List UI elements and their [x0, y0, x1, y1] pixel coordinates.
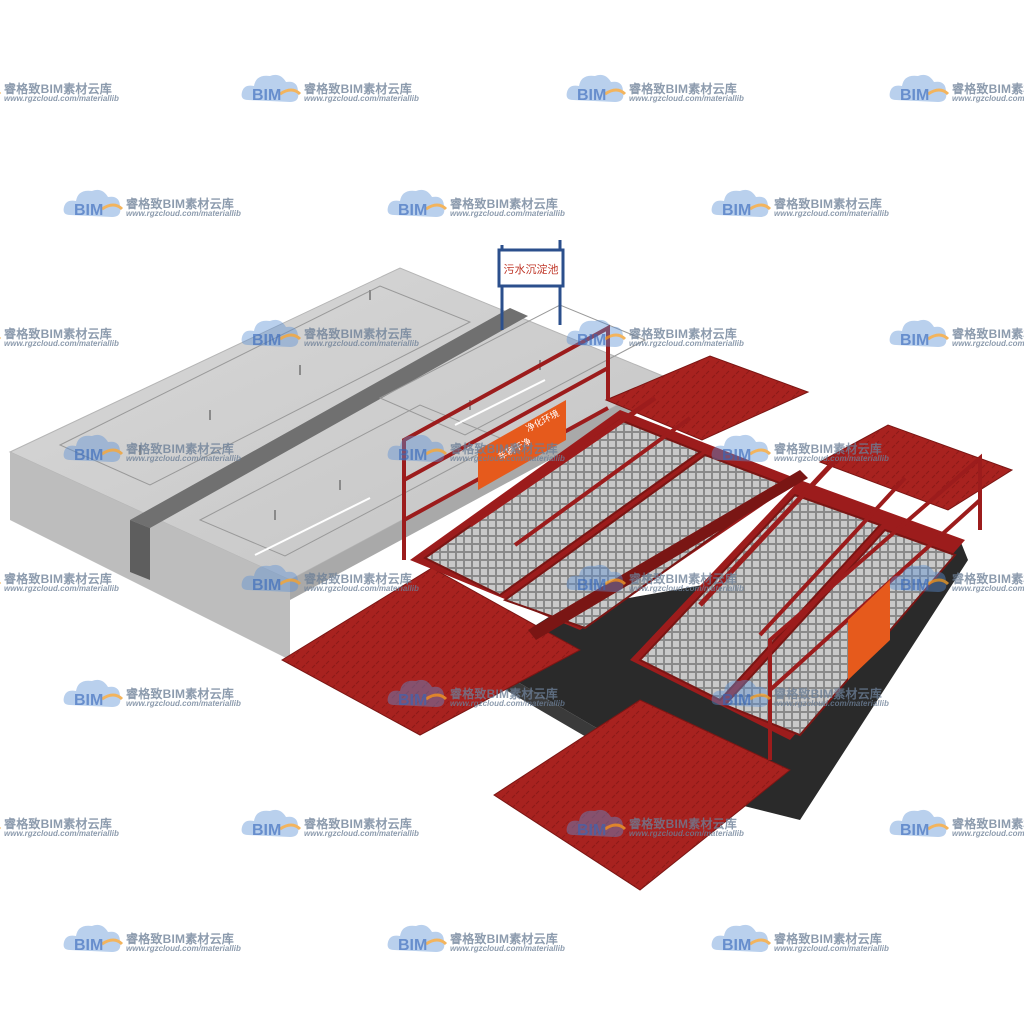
ramp-back-right: [818, 424, 1014, 511]
sign-board: 污水沉淀池: [497, 240, 565, 330]
sign-text: 污水沉淀池: [504, 262, 559, 276]
tank-white-line-2: [454, 379, 546, 426]
tank-divider-face: [130, 520, 150, 580]
banner-left: [478, 400, 566, 490]
tank-white-line-1: [254, 497, 371, 556]
ramp-front-left: [281, 567, 582, 736]
wash-platform-left: [410, 395, 800, 630]
tank-cover-1: [58, 285, 472, 486]
tank-divider-trench: [130, 308, 528, 528]
center-beam: [528, 470, 808, 640]
ramp-front-right: [493, 699, 791, 891]
sign-panel: [497, 248, 565, 288]
banner-right: [848, 580, 890, 680]
ramp-back-left: [604, 355, 810, 441]
